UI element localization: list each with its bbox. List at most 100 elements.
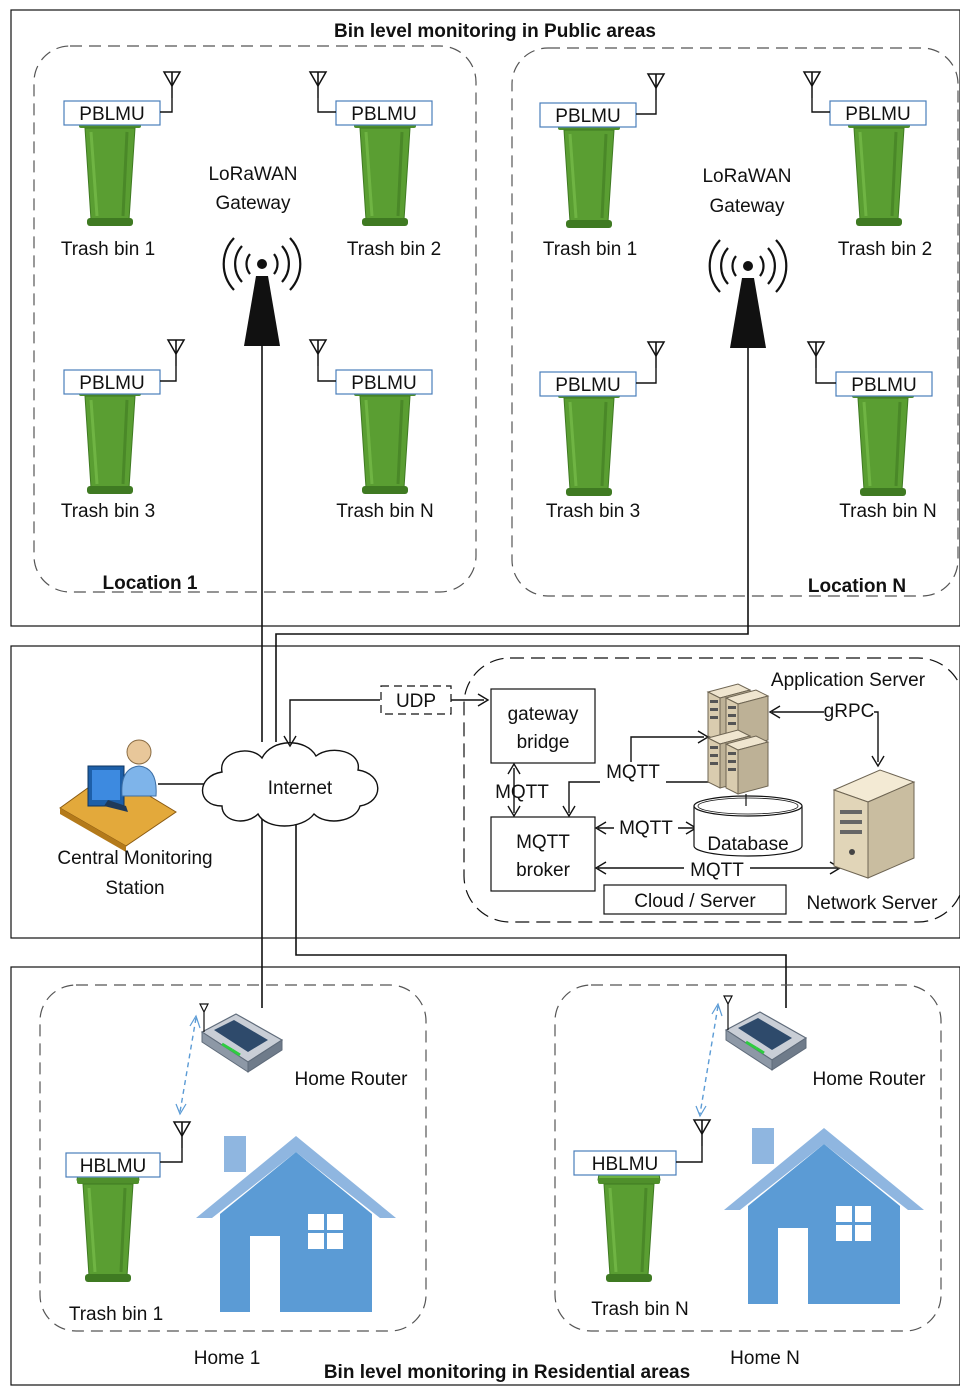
home-router-icon: [724, 1010, 808, 1072]
lorawan-gateway-icon: [708, 238, 788, 350]
pblmu-box: [829, 100, 927, 126]
trash-bin-icon: [352, 107, 418, 228]
pblmu-label: PBLMU: [555, 106, 620, 127]
pblmu-box: [63, 369, 161, 395]
pblmu-box: [335, 100, 433, 126]
trash-bin-icon: [75, 1163, 141, 1284]
mqtt-broker-box: [490, 816, 596, 892]
mqtt-label-broker-app: MQTT: [606, 762, 660, 783]
home-router-icon: [200, 1012, 284, 1074]
gateway-n-link: [275, 348, 749, 742]
hblmu-label: HBLMU: [80, 1156, 147, 1177]
residential-areas-frame: [10, 966, 960, 1386]
database-icon: Database: [693, 795, 803, 857]
home-router-label: Home Router: [295, 1069, 409, 1090]
antenna-icon: [163, 71, 181, 99]
location-n-bin-1: PBLMU Trash bin 1: [539, 73, 665, 260]
bin-label: Trash bin 2: [347, 239, 441, 260]
public-areas-frame: [10, 9, 960, 627]
pblmu-label: PBLMU: [555, 375, 620, 396]
internet-cloud: Internet: [201, 742, 379, 827]
pblmu-box: [63, 100, 161, 126]
antenna-icon: [309, 339, 327, 367]
hblmu-label: HBLMU: [592, 1154, 659, 1175]
bin-label: Trash bin 3: [61, 501, 155, 522]
public-areas-title: Bin level monitoring in Public areas: [334, 21, 656, 42]
antenna-icon: [807, 341, 825, 369]
cloud-server-label: Cloud / Server: [634, 891, 756, 912]
udp-box: [380, 685, 452, 715]
location-1-bin-3: PBLMU Trash bin 3: [61, 339, 185, 522]
trash-bin-icon: [846, 107, 912, 228]
gateway-bridge-label-2: bridge: [517, 732, 570, 753]
location-1-label: Location 1: [102, 573, 197, 594]
central-station-label-2: Station: [105, 878, 164, 899]
gateway-label-line2: Gateway: [216, 193, 291, 214]
pblmu-box: [539, 102, 637, 128]
cloud-server-group: [463, 657, 960, 923]
home-1-label: Home 1: [194, 1348, 261, 1369]
location-n-group: [511, 47, 959, 597]
location-1-bin-2: PBLMU Trash bin 2: [309, 71, 441, 260]
pblmu-label: PBLMU: [351, 104, 416, 125]
antenna-icon: [167, 339, 185, 367]
residential-areas-title: Bin level monitoring in Residential area…: [324, 1362, 690, 1383]
network-server-icon: [832, 769, 916, 879]
antenna-icon: [309, 71, 327, 99]
application-server-icon: [707, 683, 769, 795]
home-1-bin: HBLMU Trash bin 1: [65, 1121, 191, 1325]
pblmu-box: [835, 371, 933, 397]
gateway-label-line1: LoRaWAN: [702, 166, 791, 187]
bin-label: Trash bin 2: [838, 239, 932, 260]
antenna-icon: [803, 71, 821, 99]
pblmu-label: PBLMU: [845, 104, 910, 125]
grpc-label: gRPC: [824, 701, 875, 722]
mqtt-label-broker-ns: MQTT: [690, 860, 744, 881]
trash-bin-icon: [77, 107, 143, 228]
home-router-label: Home Router: [813, 1069, 927, 1090]
house-icon: [724, 1128, 924, 1304]
location-n-bin-2: PBLMU Trash bin 2: [803, 71, 932, 260]
location-n-label: Location N: [808, 576, 906, 597]
location-1-bin-1: PBLMU Trash bin 1: [61, 71, 181, 260]
application-server-label: Application Server: [771, 670, 926, 691]
antenna-icon: [173, 1121, 191, 1149]
antenna-icon: [647, 73, 665, 101]
gateway-label-line1: LoRaWAN: [208, 164, 297, 185]
location-1-group: [33, 45, 477, 593]
udp-link-left: [289, 699, 380, 742]
backbone-frame: [10, 645, 960, 939]
central-station-label-1: Central Monitoring: [57, 848, 212, 869]
bin-label: Trash bin N: [591, 1299, 689, 1320]
central-monitoring-station: Central Monitoring Station: [57, 739, 213, 899]
pblmu-label: PBLMU: [851, 375, 916, 396]
home-n-label: Home N: [730, 1348, 800, 1369]
database-label: Database: [707, 834, 788, 855]
person-icon: [126, 739, 152, 765]
wireless-link: [699, 1005, 719, 1115]
location-n-bin-3: PBLMU Trash bin 3: [539, 341, 665, 522]
bin-label: Trash bin N: [839, 501, 937, 522]
home-n-link: [295, 812, 787, 1008]
gateway-bridge-label-1: gateway: [508, 704, 579, 725]
location-n-bin-n: PBLMU Trash bin N: [807, 341, 937, 522]
bin-label: Trash bin 1: [543, 239, 637, 260]
trash-bin-icon: [556, 109, 622, 230]
bin-label: Trash bin 3: [546, 501, 640, 522]
pblmu-box: [335, 369, 433, 395]
trash-bin-icon: [596, 1163, 662, 1284]
mqtt-broker-label-1: MQTT: [516, 832, 570, 853]
cloud-server-box: [603, 884, 787, 915]
broker-appserver-link: [568, 781, 710, 813]
hblmu-box: [573, 1150, 677, 1176]
home-n-bin: HBLMU Trash bin N: [573, 1119, 711, 1320]
location-1-bin-n: PBLMU Trash bin N: [309, 339, 434, 522]
home-n-group: [554, 984, 942, 1332]
gateway-label-line2: Gateway: [710, 196, 785, 217]
pblmu-label: PBLMU: [79, 373, 144, 394]
pblmu-label: PBLMU: [79, 104, 144, 125]
udp-label: UDP: [396, 691, 436, 712]
antenna-icon: [647, 341, 665, 369]
home-1-group: [39, 984, 427, 1332]
